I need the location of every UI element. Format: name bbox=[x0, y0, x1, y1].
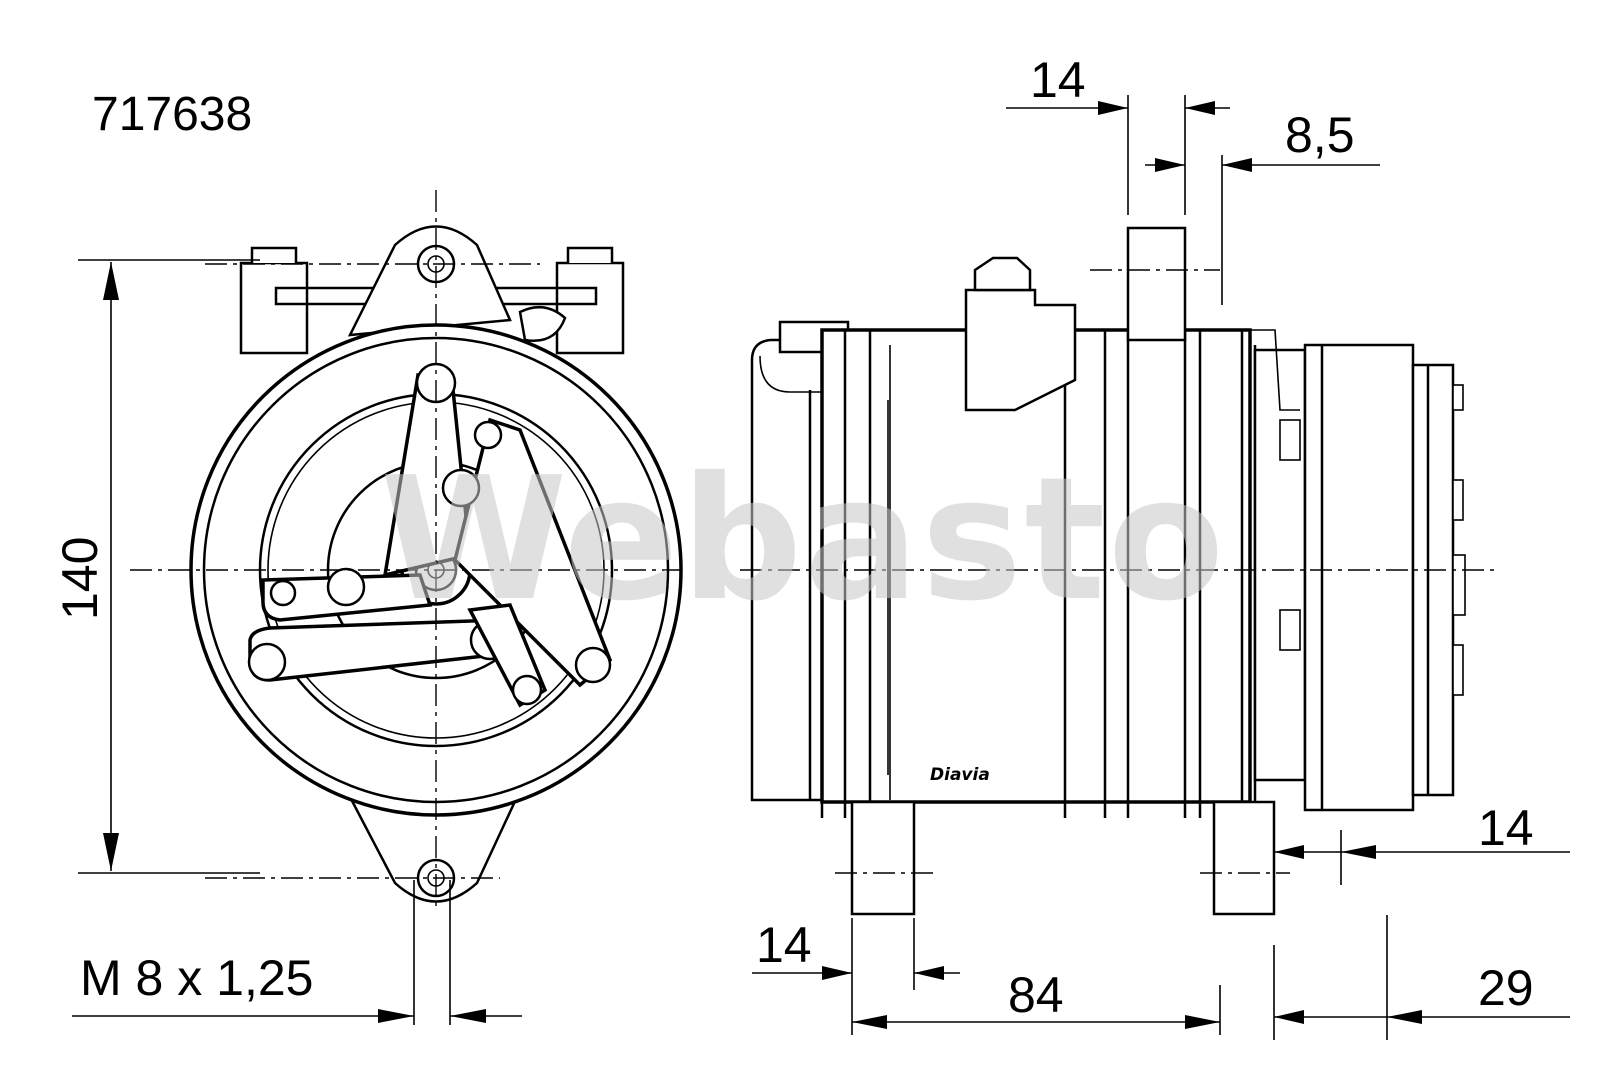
coil-housing bbox=[1253, 348, 1307, 782]
clutch-depth-dimension bbox=[1273, 915, 1570, 1040]
mount-spacing-dimension bbox=[852, 985, 1221, 1035]
clutch-depth-label: 29 bbox=[1478, 960, 1534, 1016]
watermark-logo: Webasto bbox=[380, 441, 1226, 639]
front-view bbox=[130, 190, 683, 1025]
foot-width-dimension bbox=[752, 918, 960, 1035]
foot-width-label: 14 bbox=[756, 917, 812, 973]
mount-spacing-label: 84 bbox=[1008, 967, 1064, 1023]
top-offset-dimension bbox=[1145, 155, 1380, 305]
thread-dimension bbox=[72, 1009, 522, 1023]
rear-foot bbox=[1212, 800, 1276, 916]
part-number: 717638 bbox=[92, 88, 252, 141]
top-offset-label: 8,5 bbox=[1285, 107, 1355, 163]
top-width-label: 14 bbox=[1030, 52, 1086, 108]
front-foot bbox=[850, 800, 916, 916]
side-view: Diavia bbox=[740, 226, 1500, 916]
clutch-spider-arms bbox=[247, 362, 613, 708]
height-dimension-label: 140 bbox=[52, 537, 108, 620]
service-port bbox=[964, 288, 1077, 412]
height-dimension bbox=[78, 259, 260, 874]
body-brand-label: Diavia bbox=[930, 765, 990, 785]
clutch-plate bbox=[1411, 363, 1455, 797]
clutch-offset-dimension bbox=[1273, 820, 1570, 885]
top-mount-ear bbox=[1126, 226, 1187, 342]
top-width-dimension bbox=[1006, 95, 1230, 215]
compressor-body bbox=[820, 328, 1252, 804]
thread-dimension-label: M 8 x 1,25 bbox=[80, 950, 313, 1006]
front-bottom-lug bbox=[347, 795, 519, 903]
front-upper-bosses bbox=[239, 246, 625, 355]
clutch-offset-label: 14 bbox=[1478, 800, 1534, 856]
